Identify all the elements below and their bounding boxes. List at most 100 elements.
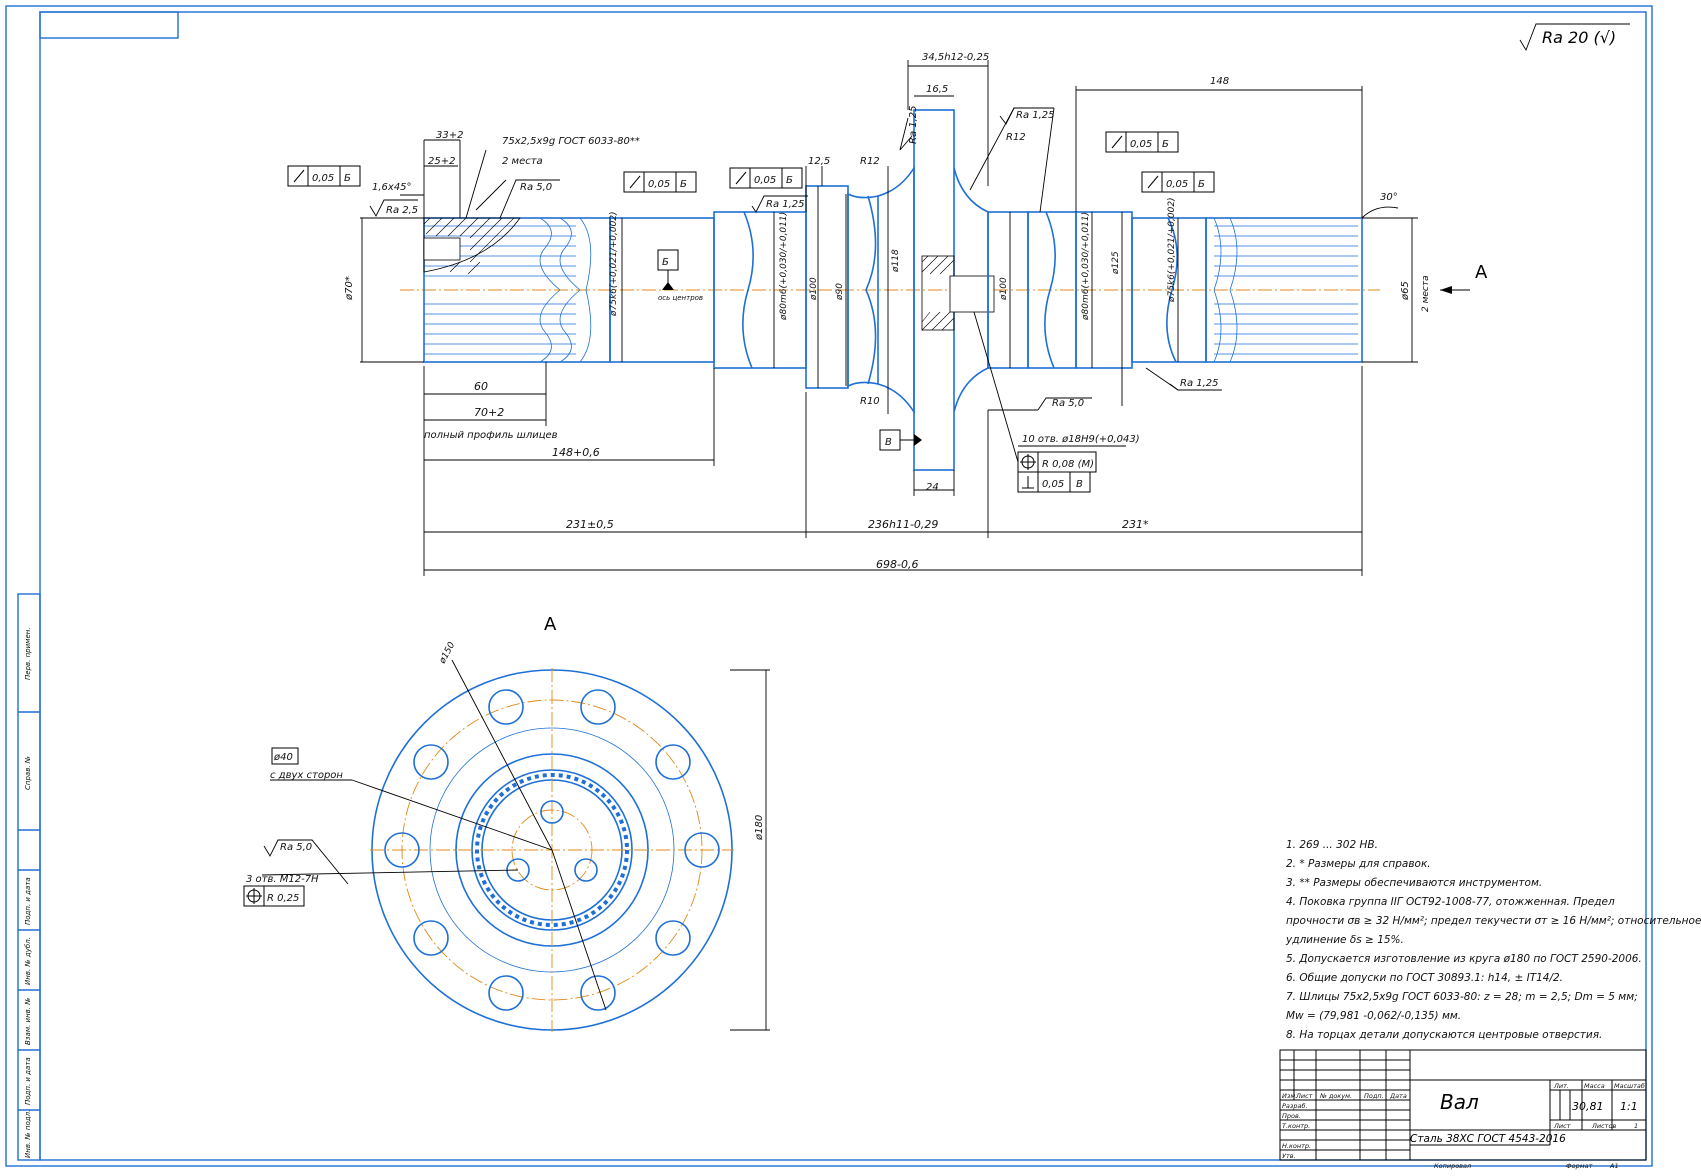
dim-d100-right: ø100 [999, 277, 1009, 301]
general-roughness-label: Ra 20 (√) [1542, 28, 1617, 47]
dim-holes3: 3 отв. M12-7H [246, 874, 319, 885]
tb-role-dev: Разраб. [1282, 1102, 1308, 1110]
part-name: Вал [1440, 1090, 1479, 1114]
note-line: Mw = (79,981 -0,062/-0,135) мм. [1286, 1010, 1462, 1022]
tb-role-tcontrol: Т.контр. [1282, 1122, 1310, 1130]
dim-l60: 60 [474, 380, 488, 393]
tb-col-sheet: Лист [1295, 1092, 1313, 1100]
view-a-label: A [544, 614, 557, 635]
datum-b-label: Б [662, 257, 669, 268]
dim-d80m6-right: ø80m6(+0,030/+0,011) [1081, 212, 1091, 321]
tol-datum-4: Б [1162, 139, 1169, 150]
side-stamp-7: Инв. № подл. [24, 1110, 32, 1158]
note-line: 7. Шлицы 75x2,5x9g ГОСТ 6033-80: z = 28;… [1286, 991, 1638, 1003]
dim-full-profile: полный профиль шлицев [424, 430, 558, 441]
dim-d70: ø70* [344, 276, 355, 301]
flange-hole-hatch [921, 255, 955, 331]
dim-d150: ø150 [437, 640, 457, 666]
ra-1-25-vertical: Ra 1,25 [908, 105, 919, 144]
tolerance-frames [287, 131, 1215, 493]
tb-role-check: Пров. [1282, 1112, 1301, 1120]
note-line: удлинение δs ≥ 15%. [1286, 934, 1404, 946]
end-view-a [243, 659, 770, 1032]
right-spline-section [1205, 217, 1363, 363]
roughness-leaders [369, 107, 1222, 411]
dim-two-places-right: 2 места [1421, 275, 1431, 312]
side-stamp-3: Подп. и дата [24, 877, 32, 925]
tol-datum-1: Б [344, 173, 351, 184]
dim-holes10: 10 отв. ø18H9(+0,043) [1022, 434, 1140, 445]
side-stamp-5: Взам. инв. № [24, 997, 32, 1045]
tb-col-sign: Подп. [1364, 1092, 1384, 1100]
dim-l33: 33+2 [436, 130, 463, 141]
dim-d118: ø118 [891, 249, 901, 273]
dim-d125: ø125 [1111, 251, 1121, 275]
dim-l236: 236h11-0,29 [868, 518, 938, 531]
tb-col-change: Изм. [1282, 1092, 1297, 1100]
tb-scale-label: Масштаб [1614, 1082, 1645, 1090]
tol-perpendicularity: 0,05 [1042, 479, 1064, 490]
dim-d90: ø90 [835, 283, 845, 301]
part-mass: 30,81 [1572, 1100, 1604, 1113]
dim-angle30: 30° [1380, 192, 1398, 203]
drawing-scale: 1:1 [1620, 1100, 1638, 1113]
roughness-texts: Ra 2,5 Ra 5,0 Ra 1,25 Ra 1,25 Ra 1,25 Ra… [280, 105, 1219, 853]
tol-runout-1: 0,05 [312, 173, 334, 184]
tb-format-value: A1 [1609, 1162, 1619, 1170]
tb-sheets-value: 1 [1634, 1122, 1638, 1130]
dim-two-sides: с двух сторон [270, 770, 343, 781]
tb-col-date: Дата [1389, 1092, 1407, 1100]
outer-frame [5, 5, 1653, 1167]
dim-l231-right: 231* [1122, 518, 1149, 531]
tol-position-1: R 0,08 (M) [1042, 459, 1094, 470]
datum-v-label: В [885, 437, 892, 448]
ra-5-0-left: Ra 5,0 [520, 182, 552, 193]
part-material: Сталь 38ХС ГОСТ 4543-2016 [1410, 1133, 1566, 1145]
note-line: 5. Допускается изготовление из круга ø18… [1286, 953, 1642, 965]
tb-sheets-label: Листов [1591, 1122, 1616, 1130]
dim-r12-right: R12 [1006, 132, 1026, 143]
tol-datum-2: Б [680, 179, 687, 190]
dim-r10: R10 [860, 396, 880, 407]
note-line: 4. Поковка группа IIГ ОСТ92-1008-77, ото… [1286, 896, 1615, 908]
dim-d75k6-right: ø75k6(+0,021/+0,002) [1167, 197, 1177, 303]
tol-datum-5: Б [1198, 179, 1205, 190]
tb-mass-label: Масса [1584, 1082, 1605, 1090]
ra-2-5: Ra 2,5 [386, 205, 418, 216]
ra-5-0-right: Ra 5,0 [1052, 398, 1084, 409]
bolt-holes [384, 689, 720, 1011]
technical-drawing: Перв. примен. Справ. № Подп. и дата Инв.… [5, 5, 1653, 1170]
tol-runout-2: 0,05 [648, 179, 670, 190]
dim-d75k6-left: ø75k6(+0,021/+0,002) [609, 211, 619, 317]
dim-l24: 24 [926, 482, 939, 493]
note-line: 2. * Размеры для справок. [1286, 858, 1431, 870]
tol-datum-3: Б [786, 175, 793, 186]
dim-d80m6-left: ø80m6(+0,030/+0,011) [779, 212, 789, 321]
dim-l12-5: 12,5 [808, 156, 830, 167]
tolerance-texts: 0,05 Б 0,05 Б 0,05 Б 0,05 Б 0,05 Б Б В R… [267, 139, 1205, 904]
dim-datum-axis: ось центров [658, 294, 703, 302]
dim-d180: ø180 [754, 815, 765, 841]
side-stamp-4: Инв. № дубл. [24, 937, 32, 985]
tb-lit: Лит. [1553, 1082, 1569, 1090]
note-line: 6. Общие допуски по ГОСТ 30893.1: h14, ±… [1286, 972, 1564, 984]
note-line: 3. ** Размеры обеспечиваются инструменто… [1286, 877, 1543, 889]
dim-l16x45: 1,6x45° [372, 182, 412, 193]
corner-stamp [39, 11, 179, 39]
dimension-lines [360, 60, 1470, 576]
side-stamp-6: Подп. и дата [24, 1057, 32, 1105]
tb-role-approve: Утв. [1282, 1152, 1296, 1160]
dim-l148-top: 148 [1210, 76, 1229, 87]
inner-frame [39, 11, 1647, 1161]
left-center-hole-section [423, 217, 521, 275]
tol-runout-4: 0,05 [1130, 139, 1152, 150]
shaft-main-view [287, 60, 1470, 576]
tol-position-2: R 0,25 [267, 893, 299, 904]
ra-5-0-view: Ra 5,0 [280, 842, 312, 853]
general-roughness-symbol [1519, 23, 1630, 52]
right-spline-teeth [1213, 217, 1358, 363]
dim-l16-5: 16,5 [926, 84, 948, 95]
tb-sheet-label: Лист [1553, 1122, 1571, 1130]
dim-d100-left: ø100 [809, 277, 819, 301]
tol-runout-5: 0,05 [1166, 179, 1188, 190]
